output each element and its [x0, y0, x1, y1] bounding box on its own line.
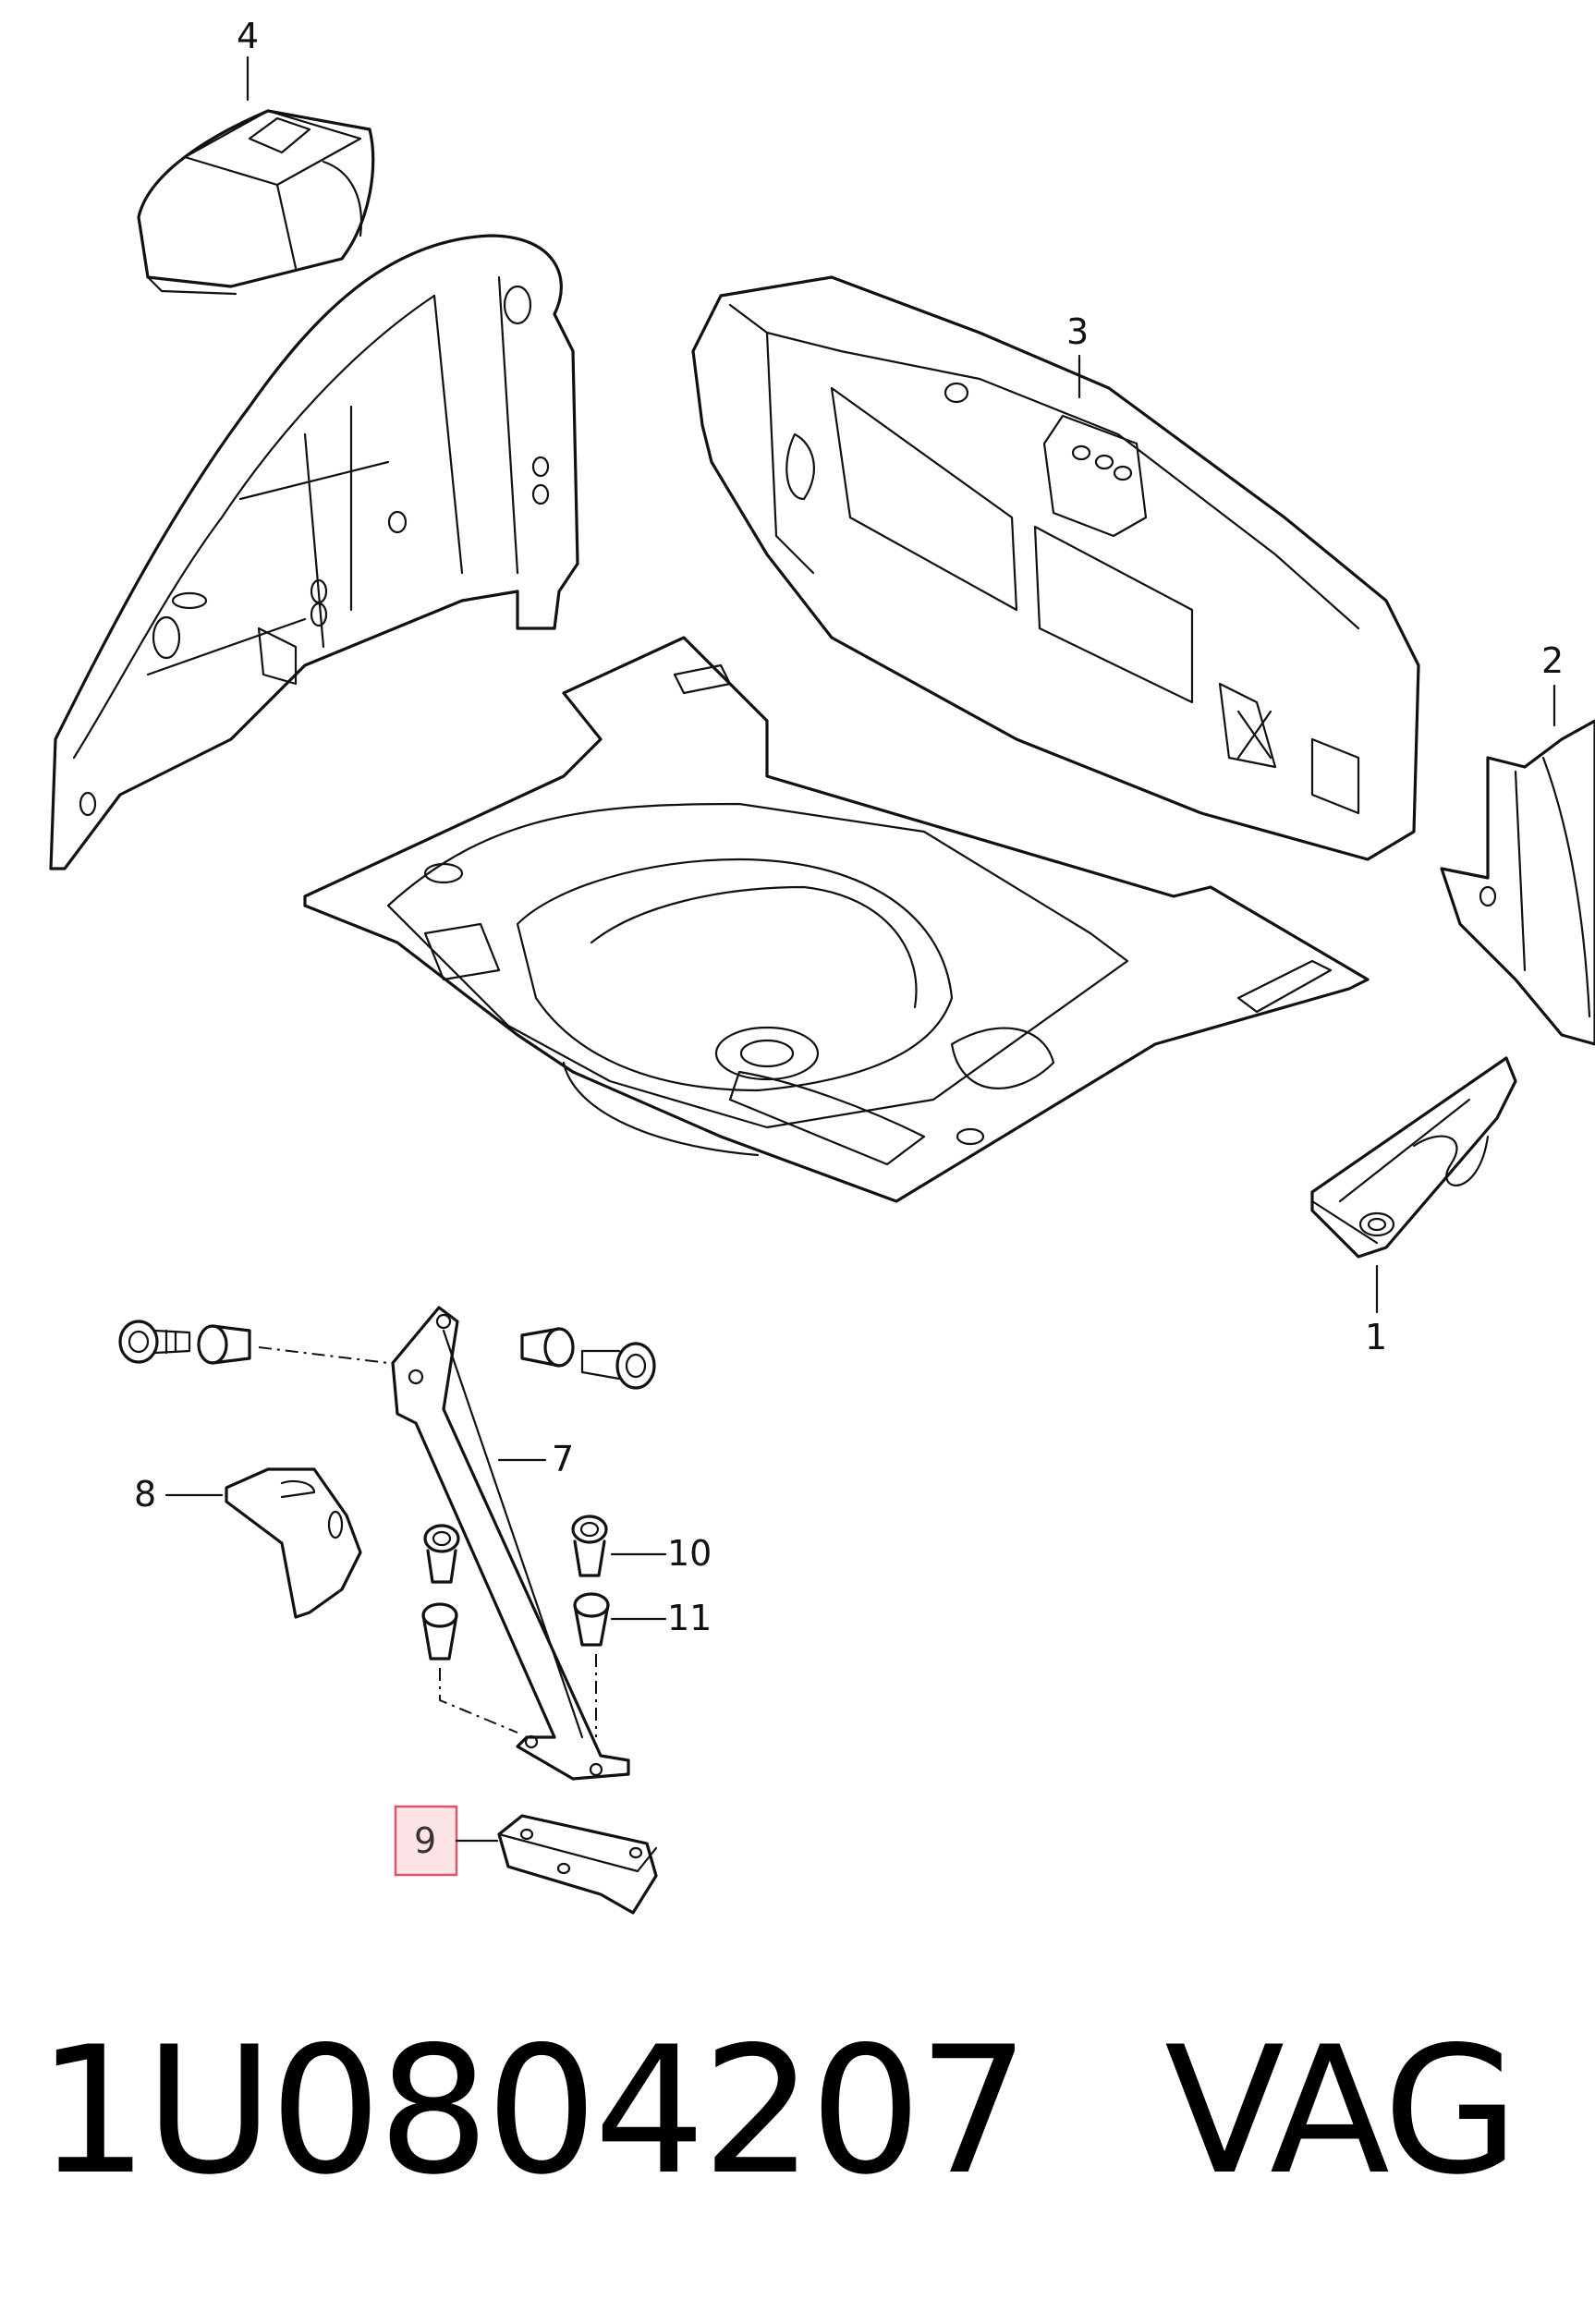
- callout-2[interactable]: 2: [1541, 640, 1564, 681]
- svg-text:9: 9: [414, 1820, 436, 1861]
- callout-4[interactable]: 4: [237, 16, 259, 56]
- callout-9-highlighted[interactable]: 9: [394, 1805, 499, 1877]
- bushing-right-upper: [520, 1327, 575, 1368]
- svg-text:1: 1: [1365, 1317, 1387, 1357]
- svg-text:4: 4: [237, 16, 259, 56]
- svg-text:11: 11: [667, 1598, 712, 1638]
- callout-10[interactable]: 10: [610, 1533, 712, 1574]
- part-11-sleeve: [573, 1592, 610, 1647]
- bushing-left-upper: [197, 1324, 251, 1365]
- callout-1[interactable]: 1: [1365, 1317, 1387, 1357]
- part-7-strut: [391, 1306, 630, 1781]
- svg-text:7: 7: [552, 1439, 574, 1479]
- part-number: 1U0804207: [37, 2009, 1029, 2213]
- bolt-right-upper: [580, 1342, 656, 1390]
- callout-8[interactable]: 8: [134, 1474, 224, 1515]
- svg-text:3: 3: [1066, 311, 1089, 352]
- part-2-side-piece: [1440, 684, 1595, 1046]
- callout-7[interactable]: 7: [497, 1439, 574, 1479]
- alignment-line-upper: [258, 1346, 389, 1364]
- bolt-left-lower: [423, 1524, 460, 1584]
- trunk-floor: [303, 636, 1370, 1203]
- left-side-panel: [49, 234, 579, 870]
- callout-11[interactable]: 11: [610, 1598, 712, 1638]
- svg-text:2: 2: [1541, 640, 1564, 681]
- part-4-wheel-arch-cap: [137, 55, 375, 296]
- svg-text:10: 10: [667, 1533, 712, 1574]
- callout-3[interactable]: 3: [1066, 311, 1089, 352]
- alignment-line-lower-left: [439, 1668, 518, 1734]
- brand-name: VAG: [1164, 2009, 1519, 2213]
- part-3-rear-panel: [691, 275, 1420, 861]
- part-1-bracket: [1310, 1056, 1517, 1314]
- sleeve-left-lower: [421, 1602, 458, 1661]
- part-8-gusset: [225, 1467, 362, 1619]
- part-10-bolt: [571, 1515, 608, 1577]
- bolt-left-upper: [118, 1320, 191, 1364]
- part-9-mounting-plate: [497, 1814, 658, 1915]
- svg-text:8: 8: [134, 1474, 156, 1515]
